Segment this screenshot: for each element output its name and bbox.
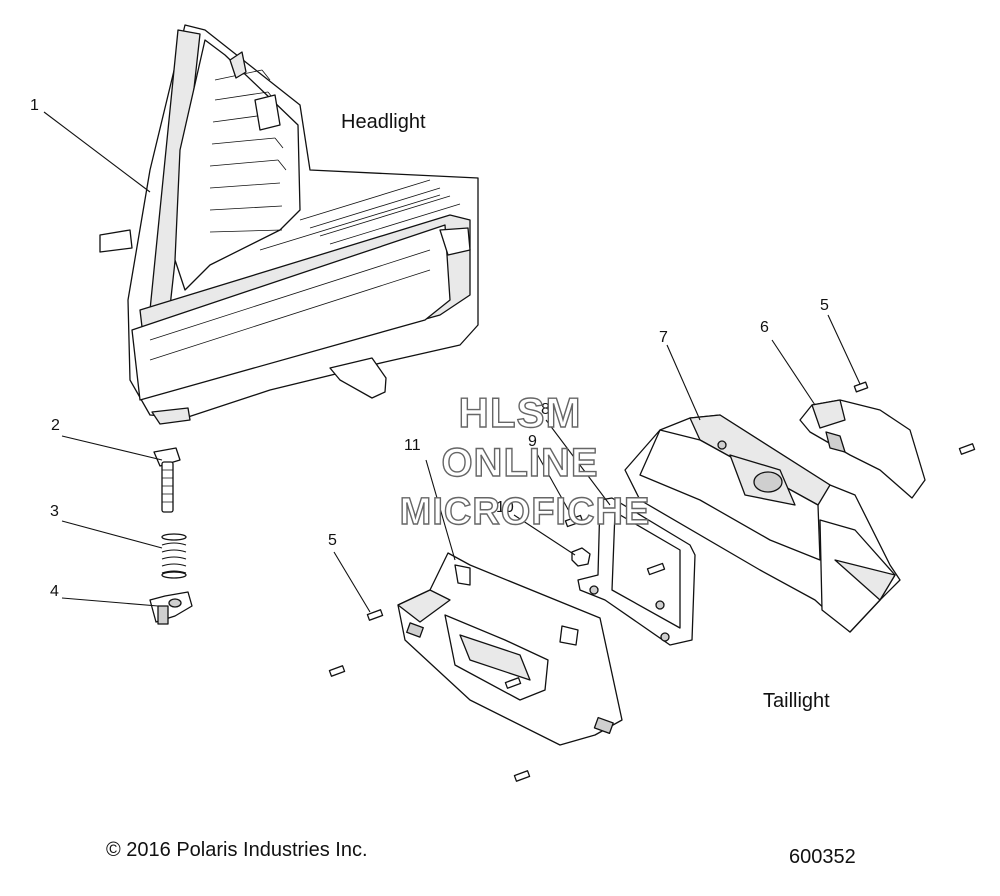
headlight-assembly	[99, 24, 479, 425]
nut-10	[571, 547, 591, 567]
callout-6: 6	[760, 319, 769, 336]
part-7-taillight-housing	[624, 414, 901, 633]
part-3-spring	[161, 533, 187, 579]
callout-2: 2	[51, 417, 60, 434]
taillight-heading: Taillight	[763, 690, 830, 712]
watermark-line-3: MICROFICHE	[399, 491, 651, 533]
part-4-clip	[149, 591, 193, 625]
screw-5d	[328, 665, 346, 677]
callout-9: 9	[528, 433, 537, 450]
screw-5a	[853, 381, 869, 393]
figure-number: 600352	[789, 846, 856, 868]
screw-center	[646, 562, 666, 576]
leader-lines	[43, 111, 861, 613]
screw-5e	[504, 677, 522, 689]
callout-4: 4	[50, 583, 59, 600]
part-11-taillight-mount	[397, 552, 623, 746]
callout-10: 10	[496, 499, 514, 516]
headlight-heading: Headlight	[341, 111, 426, 133]
callout-8: 8	[541, 401, 550, 418]
screw-5f	[513, 770, 531, 782]
callout-5-left: 5	[328, 532, 337, 549]
callout-3: 3	[50, 503, 59, 520]
watermark-line-2: ONLINE	[441, 441, 599, 485]
copyright-text: © 2016 Polaris Industries Inc.	[106, 839, 368, 861]
part-2-bolt	[153, 447, 181, 513]
callout-11: 11	[404, 437, 421, 454]
callout-5-right: 5	[820, 297, 829, 314]
callout-1: 1	[30, 97, 39, 114]
watermark-line-1: HLSM	[458, 389, 582, 436]
part-6-lens	[799, 399, 926, 499]
part-8-bracket	[577, 497, 696, 646]
callout-7: 7	[659, 329, 668, 346]
screw-5b	[958, 443, 976, 455]
screw-5c	[366, 609, 384, 621]
